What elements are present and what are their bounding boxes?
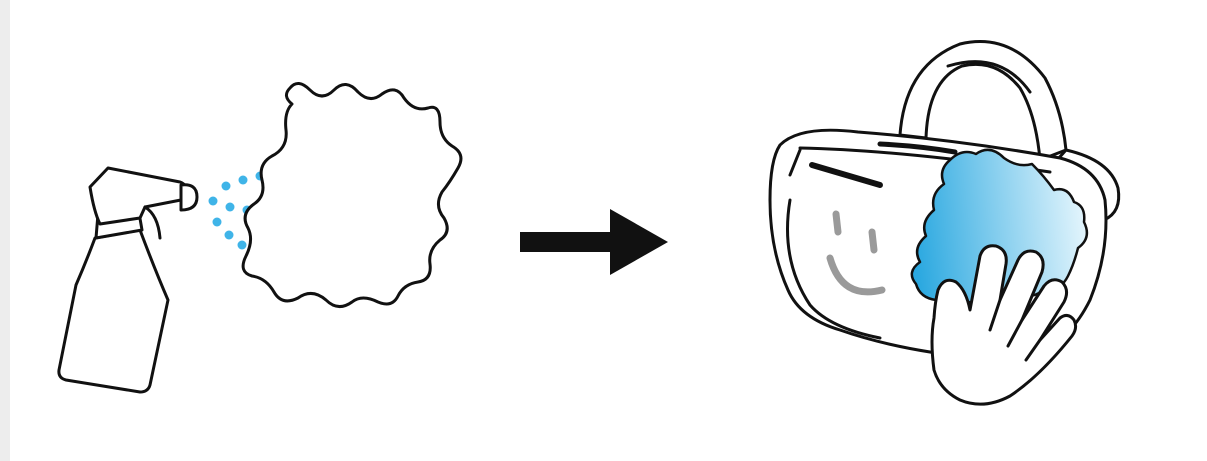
cleaning-cloth-icon: [243, 83, 461, 306]
arrow-right-icon: [520, 209, 668, 275]
spray-bottle-icon: [59, 168, 197, 392]
